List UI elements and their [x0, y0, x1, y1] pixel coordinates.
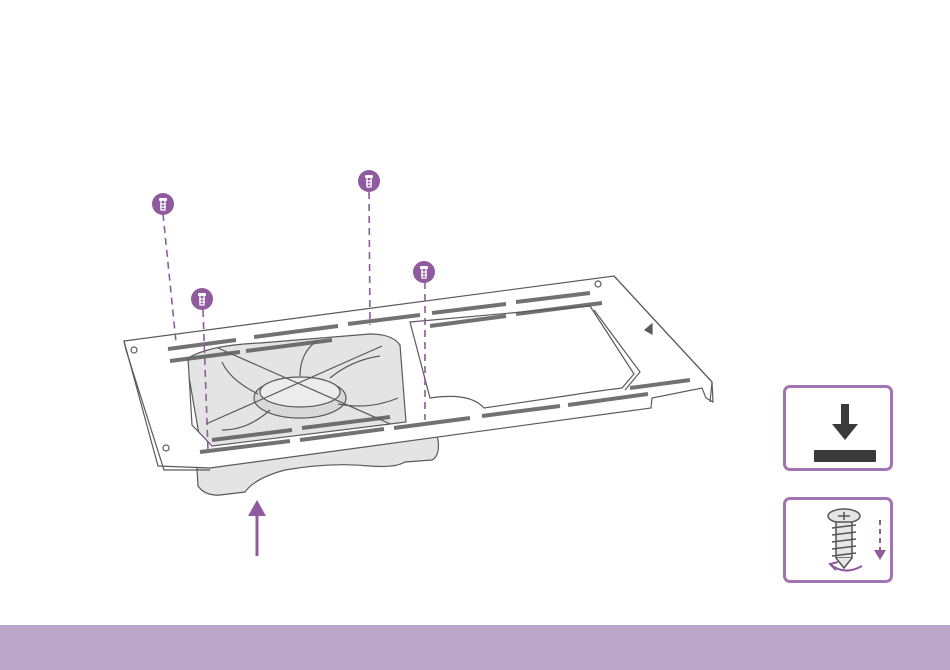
screw-tighten-icon	[786, 500, 890, 580]
push-up-arrow-icon	[248, 500, 266, 556]
screw-icon	[413, 261, 435, 283]
screw-icon	[152, 193, 174, 215]
install-down-icon	[786, 388, 890, 468]
guide-line	[369, 192, 370, 325]
mount-hole	[595, 281, 601, 287]
screw-icon	[358, 170, 380, 192]
fan-hub-cap	[260, 377, 340, 407]
mount-hole	[163, 445, 169, 451]
legend-screw-box	[783, 497, 893, 583]
guide-line	[163, 214, 176, 342]
screw-icon	[191, 288, 213, 310]
legend-install-box	[783, 385, 893, 471]
mount-hole	[131, 347, 137, 353]
